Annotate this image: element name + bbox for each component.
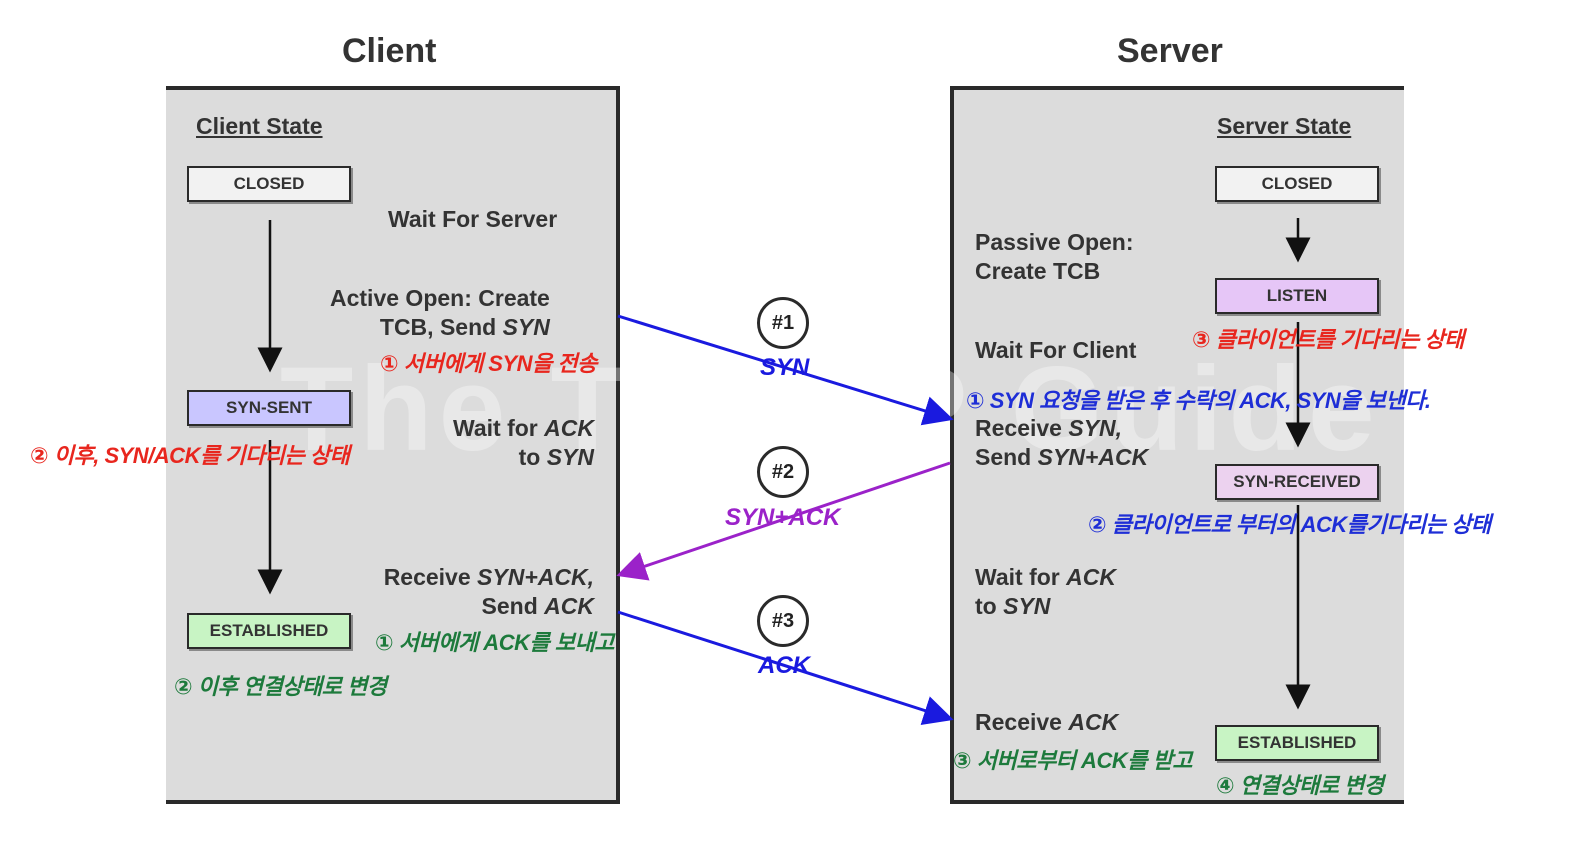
syn-arrow [617,314,954,426]
server-desc-passive-open: Passive Open: Create TCB [975,228,1134,286]
server-state-syn-received: SYN-RECEIVED [1215,464,1379,500]
server-desc-wait-ack: Wait for ACK to SYN [975,563,1116,621]
server-desc-wait-ack-line2: to SYN [975,593,1051,619]
server-desc-wait-client: Wait For Client [975,337,1137,363]
message-3-number: #3 [757,595,809,647]
client-state-syn-sent: SYN-SENT [187,390,351,426]
synack-arrow [616,461,951,581]
server-title: Server [1117,32,1223,70]
client-state-closed: CLOSED [187,166,351,202]
server-desc-passive-line1: Passive Open: [975,229,1134,255]
server-panel [950,86,1404,804]
client-desc-active-open: Active Open: Create TCB, Send SYN [330,284,550,342]
server-desc-receive-syn-line1: Receive SYN, [975,415,1123,441]
client-desc-wait-server: Wait For Server [388,206,558,232]
server-state-established: ESTABLISHED [1215,725,1379,761]
ack-arrow [617,610,954,725]
client-title: Client [342,32,437,70]
client-desc-wait-ack: Wait for ACK to SYN [432,414,594,472]
note-green-1: ① 서버에게 ACK를 보내고 [375,630,615,655]
server-desc-wait-ack-line1: Wait for ACK [975,564,1116,590]
note-blue-2: ② 클라이언트로 부터의 ACK를기다리는 상태 [1088,512,1491,537]
note-green-4: ④ 연결상태로 변경 [1216,773,1384,798]
note-red-3: ③ 클라이언트를 기다리는 상태 [1192,327,1464,352]
message-2-label: SYN+ACK [725,504,841,531]
message-3-label: ACK [758,652,810,679]
server-desc-receive-syn: Receive SYN, Send SYN+ACK [975,414,1148,472]
client-panel [166,86,620,804]
note-green-3: ③ 서버로부터 ACK를 받고 [953,748,1193,773]
client-desc-active-open-line1: Active Open: Create [330,285,550,311]
server-desc-passive-line2: Create TCB [975,258,1101,284]
client-desc-receive-line1: Receive SYN+ACK, [383,564,594,590]
client-desc-receive-line2: Send ACK [481,593,594,619]
note-blue-1: ① SYN 요청을 받은 후 수락의 ACK, SYN을 보낸다. [966,388,1431,413]
client-state-established: ESTABLISHED [187,613,351,649]
note-red-1: ① 서버에게 SYN을 전송 [380,351,597,376]
client-desc-receive-synack: Receive SYN+ACK, Send ACK [350,563,594,621]
server-desc-receive-ack: Receive ACK [975,709,1119,735]
watermark: The TCP/IP Guide [280,342,1381,476]
note-green-2: ② 이후 연결상태로 변경 [174,674,387,699]
server-desc-receive-syn-line2: Send SYN+ACK [975,444,1149,470]
message-1-number: #1 [757,297,809,349]
message-2-number: #2 [757,446,809,498]
note-red-2: ② 이후, SYN/ACK를 기다리는 상태 [30,443,350,468]
server-state-header: Server State [1217,113,1352,139]
message-1-label: SYN [760,354,810,381]
server-state-closed: CLOSED [1215,166,1379,202]
client-desc-active-open-line2: TCB, Send SYN [379,314,550,340]
client-desc-wait-ack-line1: Wait for ACK [453,415,594,441]
client-desc-wait-ack-line2: to SYN [518,444,594,470]
client-state-header: Client State [196,113,323,139]
server-state-listen: LISTEN [1215,278,1379,314]
